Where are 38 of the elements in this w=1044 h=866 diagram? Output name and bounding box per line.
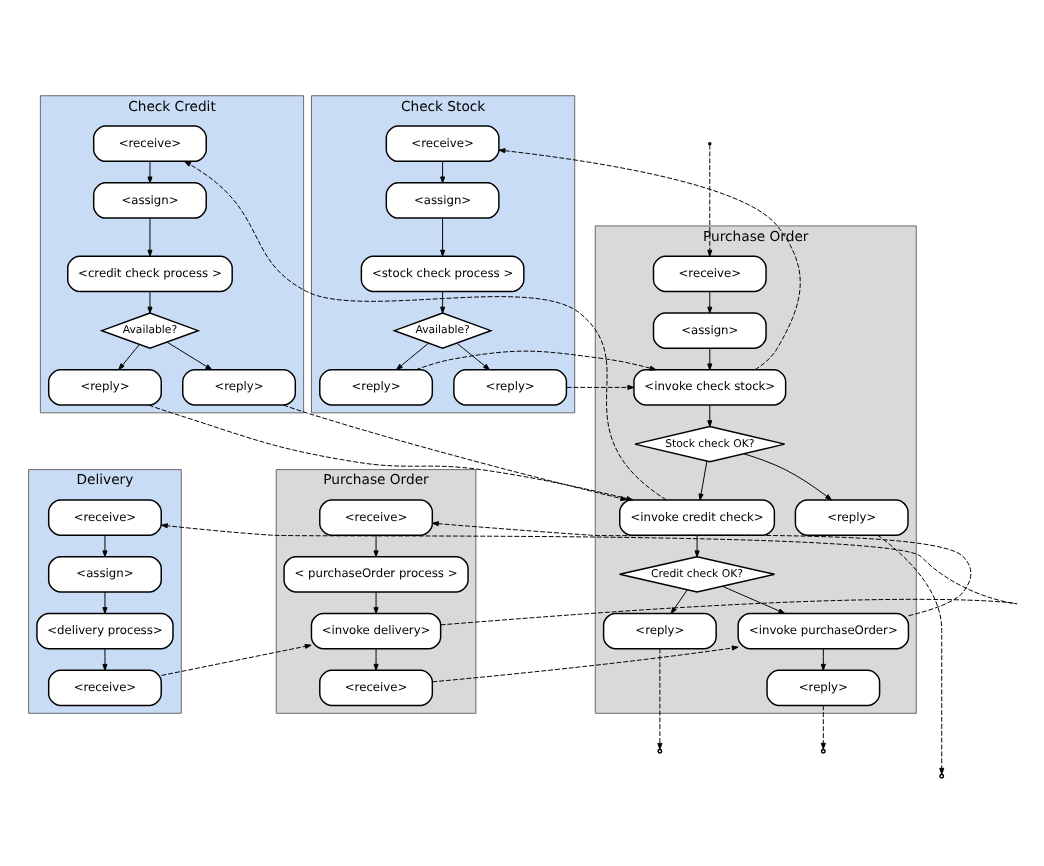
arrow xyxy=(456,342,490,371)
arrow xyxy=(566,384,635,390)
arrow xyxy=(395,342,429,371)
arrow xyxy=(721,585,786,614)
arrow xyxy=(820,648,826,671)
arrow xyxy=(118,344,140,371)
arrow xyxy=(707,404,713,428)
arrow xyxy=(820,705,826,750)
arrow xyxy=(102,591,108,614)
arrow xyxy=(707,144,713,257)
arrow xyxy=(440,291,446,314)
arrow xyxy=(698,460,708,501)
arrow xyxy=(440,160,446,184)
arrow xyxy=(415,350,657,371)
arrow xyxy=(670,589,688,614)
arrow xyxy=(694,534,700,558)
arrow xyxy=(283,404,628,501)
arrow xyxy=(657,648,663,750)
arrow xyxy=(877,534,945,775)
arrow xyxy=(184,161,667,501)
arrow xyxy=(373,591,379,614)
arrow xyxy=(373,648,379,671)
arrow xyxy=(373,534,379,558)
arrow xyxy=(707,291,713,314)
arrow xyxy=(161,643,312,676)
arrow xyxy=(432,645,739,683)
arrow xyxy=(148,404,634,501)
arrow xyxy=(707,347,713,371)
arrow xyxy=(431,521,972,617)
arrow xyxy=(102,534,108,558)
arrow xyxy=(102,648,108,671)
arrow xyxy=(147,160,153,184)
arrow xyxy=(147,217,153,257)
arrow xyxy=(161,523,1018,626)
arrow xyxy=(166,341,213,371)
arrow xyxy=(743,453,832,501)
arrow xyxy=(147,291,153,314)
arrow xyxy=(440,217,446,257)
